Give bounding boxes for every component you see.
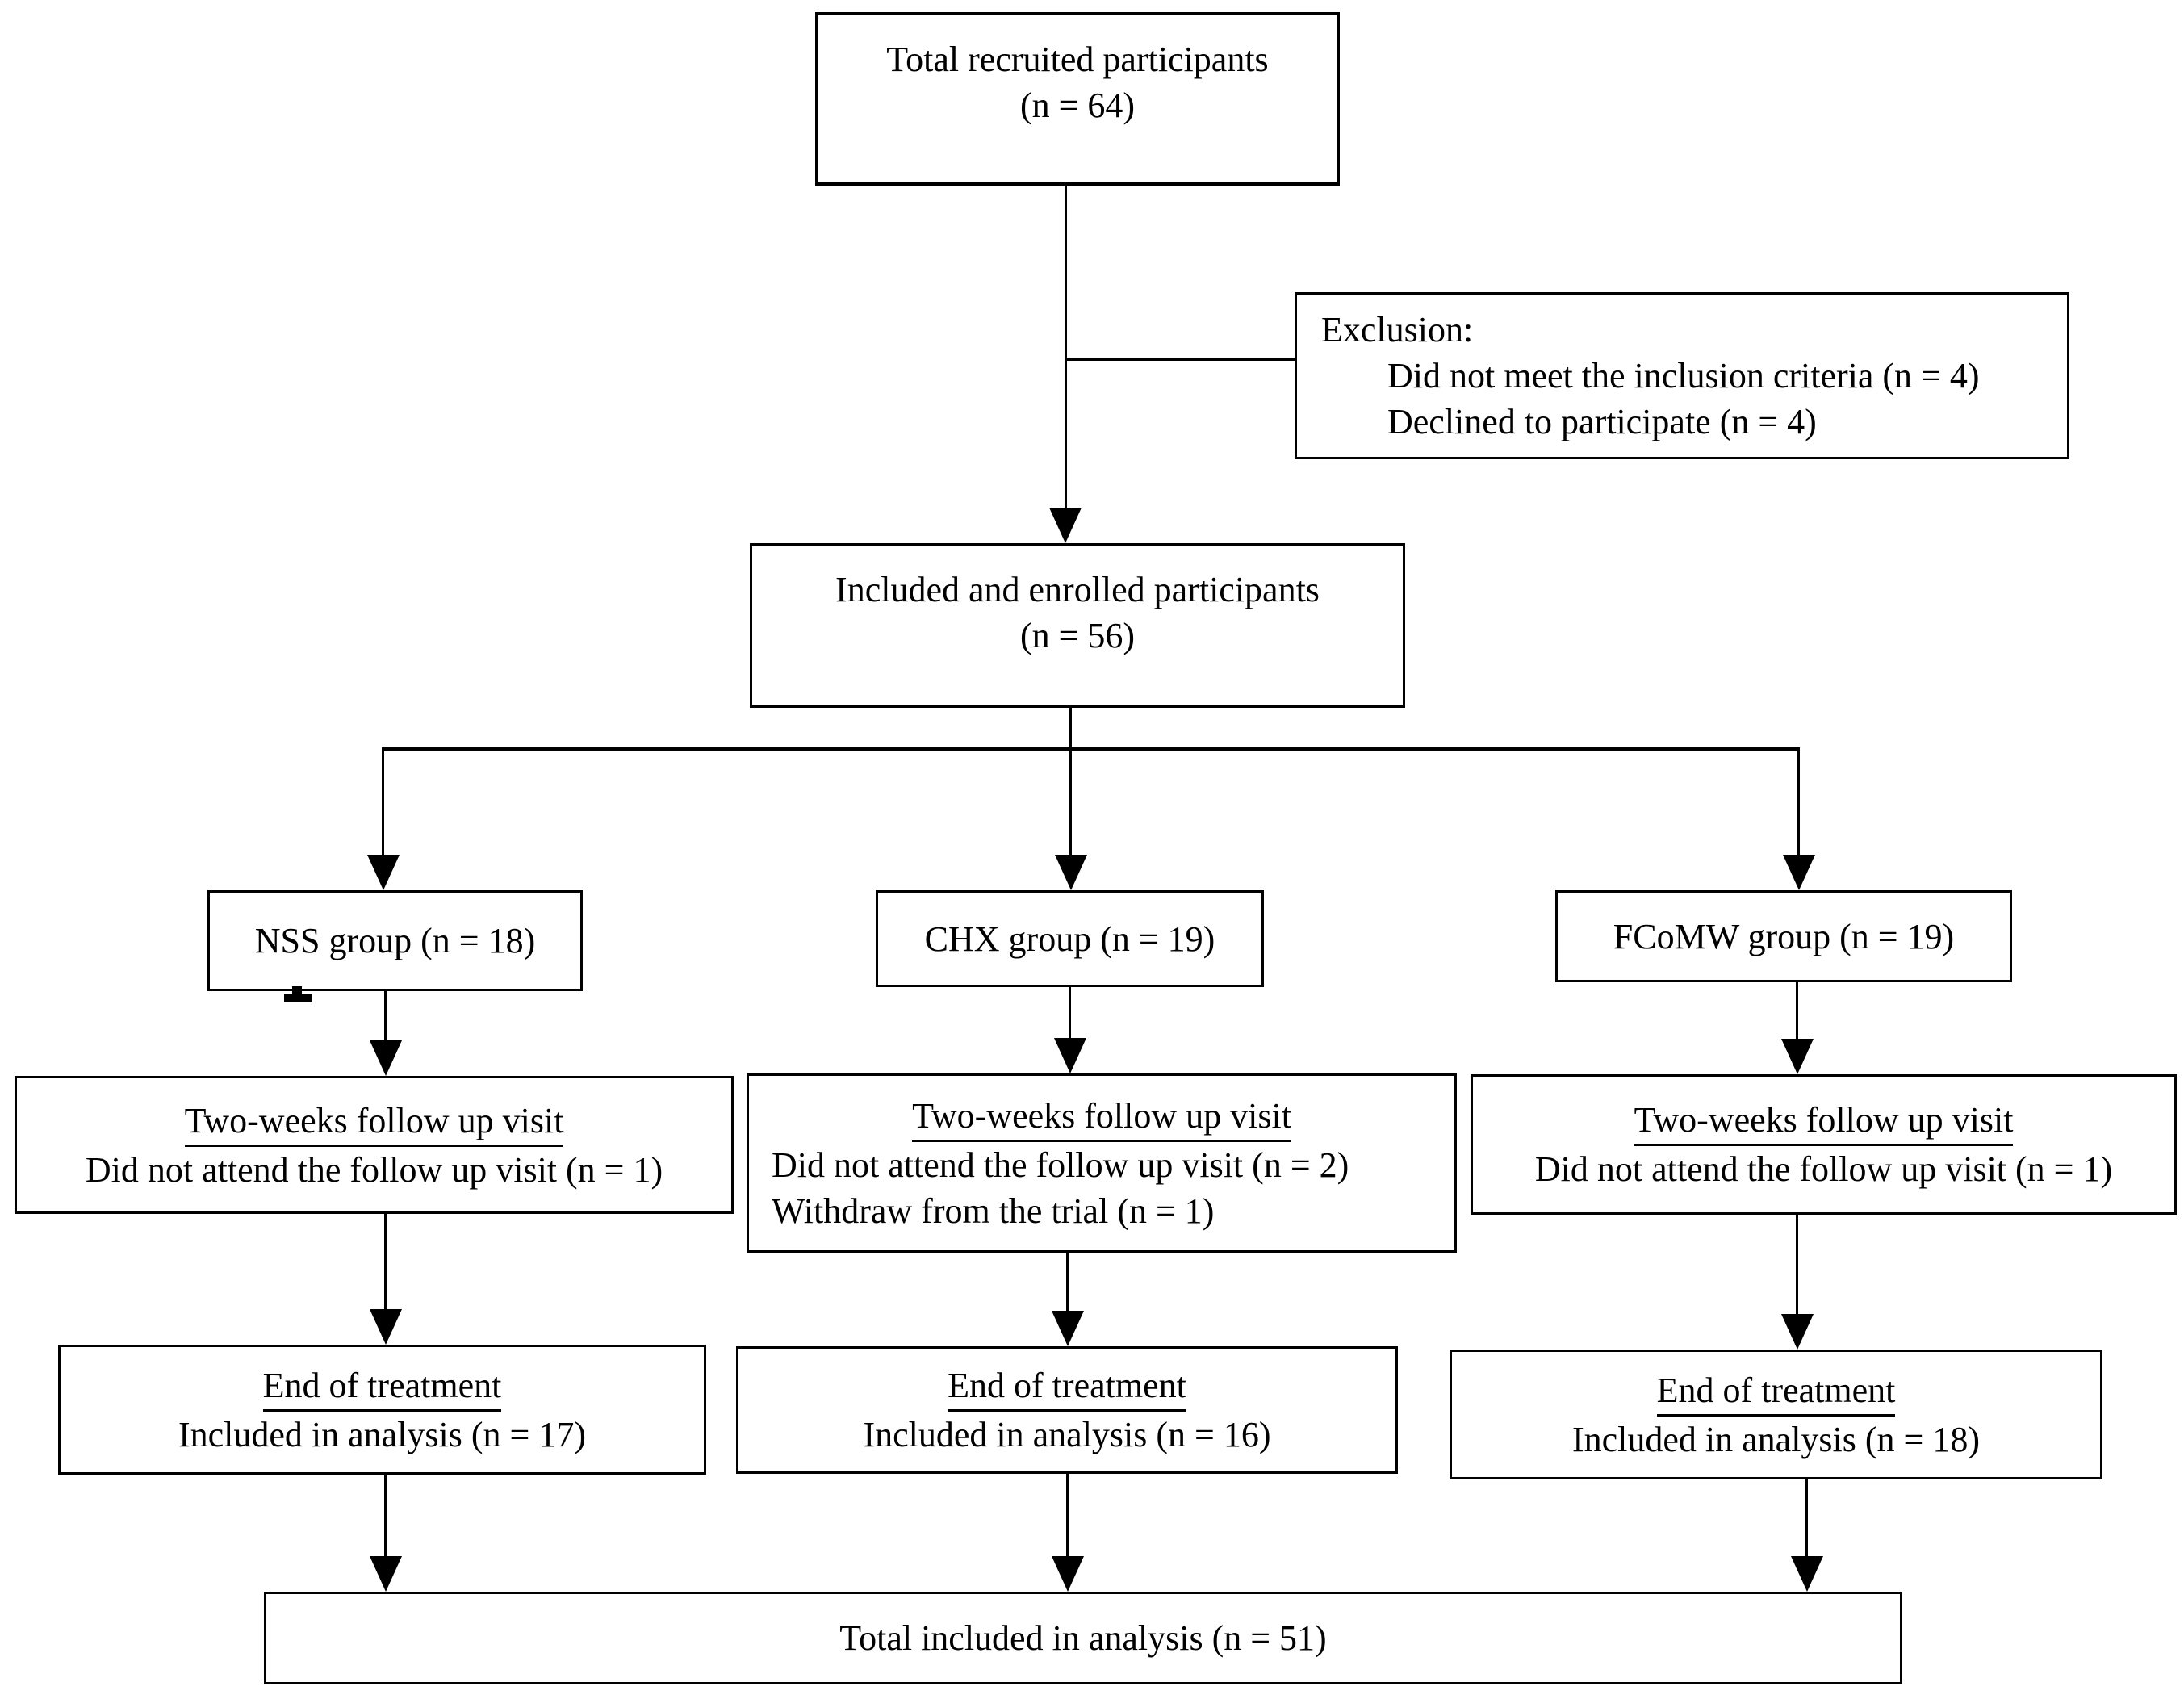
connector-nss-to-followup	[384, 991, 387, 1041]
followup-chx-line: Withdraw from the trial (n = 1)	[772, 1191, 1215, 1231]
stray-text-artifact	[284, 994, 312, 1002]
exclusion-item: Did not meet the inclusion criteria (n =…	[1387, 356, 1980, 395]
end-nss-heading: End of treatment	[262, 1362, 502, 1412]
arrowhead-into-chx-group	[1055, 855, 1087, 890]
box-end-chx: End of treatment Included in analysis (n…	[736, 1346, 1398, 1474]
connector-recruited-to-enrolled	[1065, 184, 1067, 510]
box-followup-chx: Two-weeks follow up visit Did not attend…	[747, 1073, 1457, 1253]
followup-fcomw-line: Did not attend the follow up visit (n = …	[1534, 1149, 2113, 1189]
box-group-nss: NSS group (n = 18)	[207, 890, 583, 991]
connector-fcomw-to-total	[1805, 1479, 1808, 1556]
arrowhead-into-nss-group	[367, 855, 400, 890]
connector-nss-to-end	[384, 1214, 387, 1311]
arrowhead-into-total-right	[1791, 1556, 1823, 1592]
connector-branch-nss	[382, 751, 384, 856]
connector-fcomw-to-end	[1796, 1215, 1798, 1316]
box-total-recruited: Total recruited participants (n = 64)	[815, 12, 1340, 186]
connector-to-exclusion	[1065, 358, 1295, 361]
connector-branch-fcomw	[1797, 751, 1800, 856]
box-followup-nss: Two-weeks follow up visit Did not attend…	[15, 1076, 734, 1214]
exclusion-title: Exclusion:	[1321, 310, 1474, 349]
connector-branch-chx	[1069, 751, 1072, 856]
stray-text-artifact	[292, 986, 302, 996]
followup-nss-line: Did not attend the follow up visit (n = …	[85, 1149, 663, 1190]
connector-nss-to-total	[384, 1475, 387, 1556]
connector-chx-to-followup	[1069, 987, 1071, 1039]
end-fcomw-heading: End of treatment	[1656, 1367, 1896, 1417]
end-chx-line: Included in analysis (n = 16)	[863, 1415, 1271, 1454]
group-fcomw-label: FCoMW group (n = 19)	[1613, 916, 1955, 956]
exclusion-item: Declined to participate (n = 4)	[1387, 402, 1817, 441]
arrowhead-into-total-middle	[1052, 1556, 1084, 1592]
recruited-line1: Total recruited participants	[886, 40, 1269, 79]
end-fcomw-line: Included in analysis (n = 18)	[1571, 1419, 1981, 1459]
arrowhead-into-fcomw-followup	[1781, 1039, 1814, 1074]
box-enrolled: Included and enrolled participants (n = …	[750, 543, 1405, 708]
box-followup-fcomw: Two-weeks follow up visit Did not attend…	[1471, 1074, 2177, 1215]
connector-chx-to-end	[1066, 1253, 1069, 1312]
box-exclusion: Exclusion: Did not meet the inclusion cr…	[1295, 292, 2069, 459]
box-group-chx: CHX group (n = 19)	[876, 890, 1264, 987]
end-nss-line: Included in analysis (n = 17)	[178, 1414, 587, 1454]
connector-fcomw-to-followup	[1796, 982, 1798, 1040]
enrolled-line1: Included and enrolled participants	[835, 570, 1320, 609]
followup-fcomw-heading: Two-weeks follow up visit	[1634, 1097, 2014, 1146]
group-chx-label: CHX group (n = 19)	[924, 919, 1215, 959]
box-group-fcomw: FCoMW group (n = 19)	[1555, 890, 2012, 982]
arrowhead-into-chx-followup	[1054, 1038, 1086, 1073]
enrolled-count: (n = 56)	[1019, 616, 1136, 655]
arrowhead-into-nss-end	[370, 1309, 402, 1345]
followup-chx-heading: Two-weeks follow up visit	[912, 1093, 1291, 1142]
arrowhead-into-total-left	[370, 1556, 402, 1592]
box-end-fcomw: End of treatment Included in analysis (n…	[1450, 1350, 2102, 1479]
arrowhead-into-fcomw-group	[1783, 855, 1815, 890]
followup-nss-heading: Two-weeks follow up visit	[184, 1098, 564, 1147]
arrowhead-into-fcomw-end	[1781, 1314, 1814, 1350]
branch-horizontal-line	[382, 747, 1800, 751]
connector-enrolled-stem	[1069, 708, 1072, 749]
group-nss-label: NSS group (n = 18)	[254, 921, 536, 960]
arrowhead-into-enrolled	[1049, 508, 1082, 543]
connector-chx-to-total	[1066, 1474, 1069, 1556]
recruited-count: (n = 64)	[1019, 86, 1136, 125]
box-end-nss: End of treatment Included in analysis (n…	[58, 1345, 706, 1475]
followup-chx-line: Did not attend the follow up visit (n = …	[772, 1145, 1349, 1185]
box-total-analysis: Total included in analysis (n = 51)	[264, 1592, 1902, 1684]
end-chx-heading: End of treatment	[948, 1362, 1186, 1412]
total-label: Total included in analysis (n = 51)	[839, 1618, 1327, 1658]
arrowhead-into-chx-end	[1052, 1311, 1084, 1346]
arrowhead-into-nss-followup	[370, 1040, 402, 1076]
